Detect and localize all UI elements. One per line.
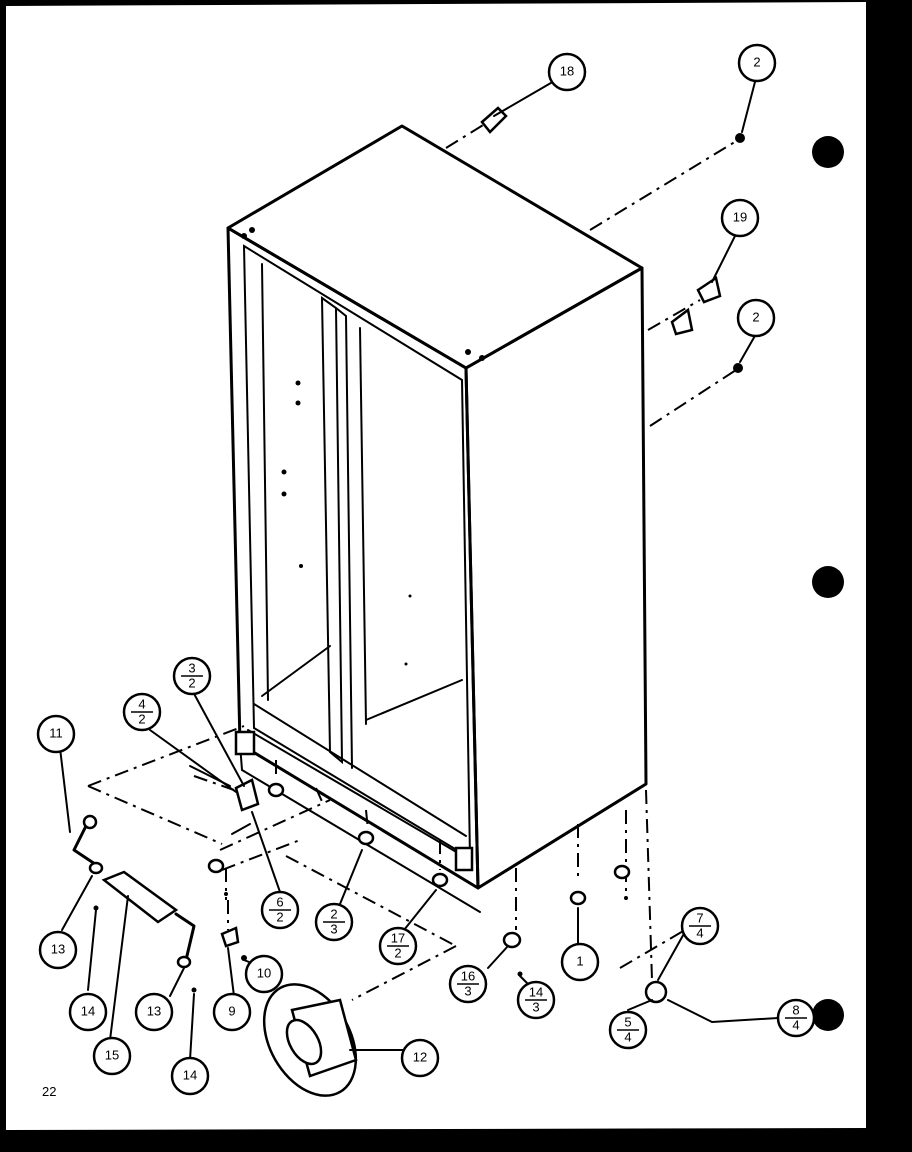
- callout-12: 12: [400, 1038, 440, 1078]
- callout-11: 11: [36, 714, 76, 754]
- svg-text:4: 4: [138, 696, 145, 711]
- callout-14: 14: [68, 992, 108, 1032]
- svg-text:2: 2: [752, 309, 759, 324]
- svg-text:15: 15: [105, 1047, 119, 1062]
- svg-text:3: 3: [330, 921, 337, 936]
- assembly-lines: [87, 121, 739, 1001]
- svg-text:3: 3: [188, 660, 195, 675]
- callout-17-over-2: 172: [378, 926, 418, 966]
- svg-text:4: 4: [624, 1029, 631, 1044]
- svg-text:9: 9: [228, 1003, 235, 1018]
- callout-7-over-4: 74: [680, 906, 720, 946]
- svg-text:5: 5: [624, 1014, 631, 1029]
- callout-2: 2: [736, 298, 776, 338]
- svg-text:14: 14: [183, 1067, 197, 1082]
- svg-text:4: 4: [792, 1017, 799, 1032]
- refrigerator-cabinet: [226, 124, 648, 913]
- binder-hole: [812, 999, 844, 1031]
- binder-hole: [812, 136, 844, 168]
- svg-text:3: 3: [532, 999, 539, 1014]
- callout-9: 9: [212, 992, 252, 1032]
- svg-text:10: 10: [257, 965, 271, 980]
- callout-14: 14: [170, 1056, 210, 1096]
- callout-6-over-2: 62: [260, 890, 300, 930]
- page-number: 22: [42, 1084, 56, 1099]
- callout-18: 18: [547, 52, 587, 92]
- callout-4-over-2: 42: [122, 692, 162, 732]
- svg-text:2: 2: [753, 54, 760, 69]
- callout-5-over-4: 54: [608, 1010, 648, 1050]
- callout-1: 1: [560, 942, 600, 982]
- callout-15: 15: [92, 1036, 132, 1076]
- callout-16-over-3: 163: [448, 964, 488, 1004]
- callout-14-over-3: 143: [516, 980, 556, 1020]
- svg-text:2: 2: [138, 711, 145, 726]
- svg-text:14: 14: [529, 984, 543, 999]
- callout-3-over-2: 32: [172, 656, 212, 696]
- callout-8-over-4: 84: [776, 998, 816, 1038]
- svg-text:13: 13: [51, 941, 65, 956]
- svg-text:11: 11: [49, 725, 63, 740]
- callout-13: 13: [134, 992, 174, 1032]
- callout-19: 19: [720, 198, 760, 238]
- svg-text:13: 13: [147, 1003, 161, 1018]
- svg-text:16: 16: [461, 968, 475, 983]
- svg-text:2: 2: [394, 945, 401, 960]
- svg-text:12: 12: [413, 1049, 427, 1064]
- callout-13: 13: [38, 930, 78, 970]
- callout-2-over-3: 23: [314, 902, 354, 942]
- svg-text:6: 6: [276, 894, 283, 909]
- svg-text:14: 14: [81, 1003, 95, 1018]
- cabinet-parts: [72, 106, 745, 1097]
- svg-text:2: 2: [330, 906, 337, 921]
- svg-text:2: 2: [276, 909, 283, 924]
- svg-text:18: 18: [560, 63, 574, 78]
- svg-text:4: 4: [696, 925, 703, 940]
- svg-text:8: 8: [792, 1002, 799, 1017]
- callout-2: 2: [737, 43, 777, 83]
- svg-text:7: 7: [696, 910, 703, 925]
- paper-sheet: [6, 2, 866, 1130]
- svg-text:2: 2: [188, 675, 195, 690]
- svg-text:1: 1: [576, 953, 583, 968]
- svg-text:3: 3: [464, 983, 471, 998]
- svg-text:17: 17: [391, 930, 405, 945]
- callout-10: 10: [244, 954, 284, 994]
- svg-text:19: 19: [733, 209, 747, 224]
- binder-hole: [812, 566, 844, 598]
